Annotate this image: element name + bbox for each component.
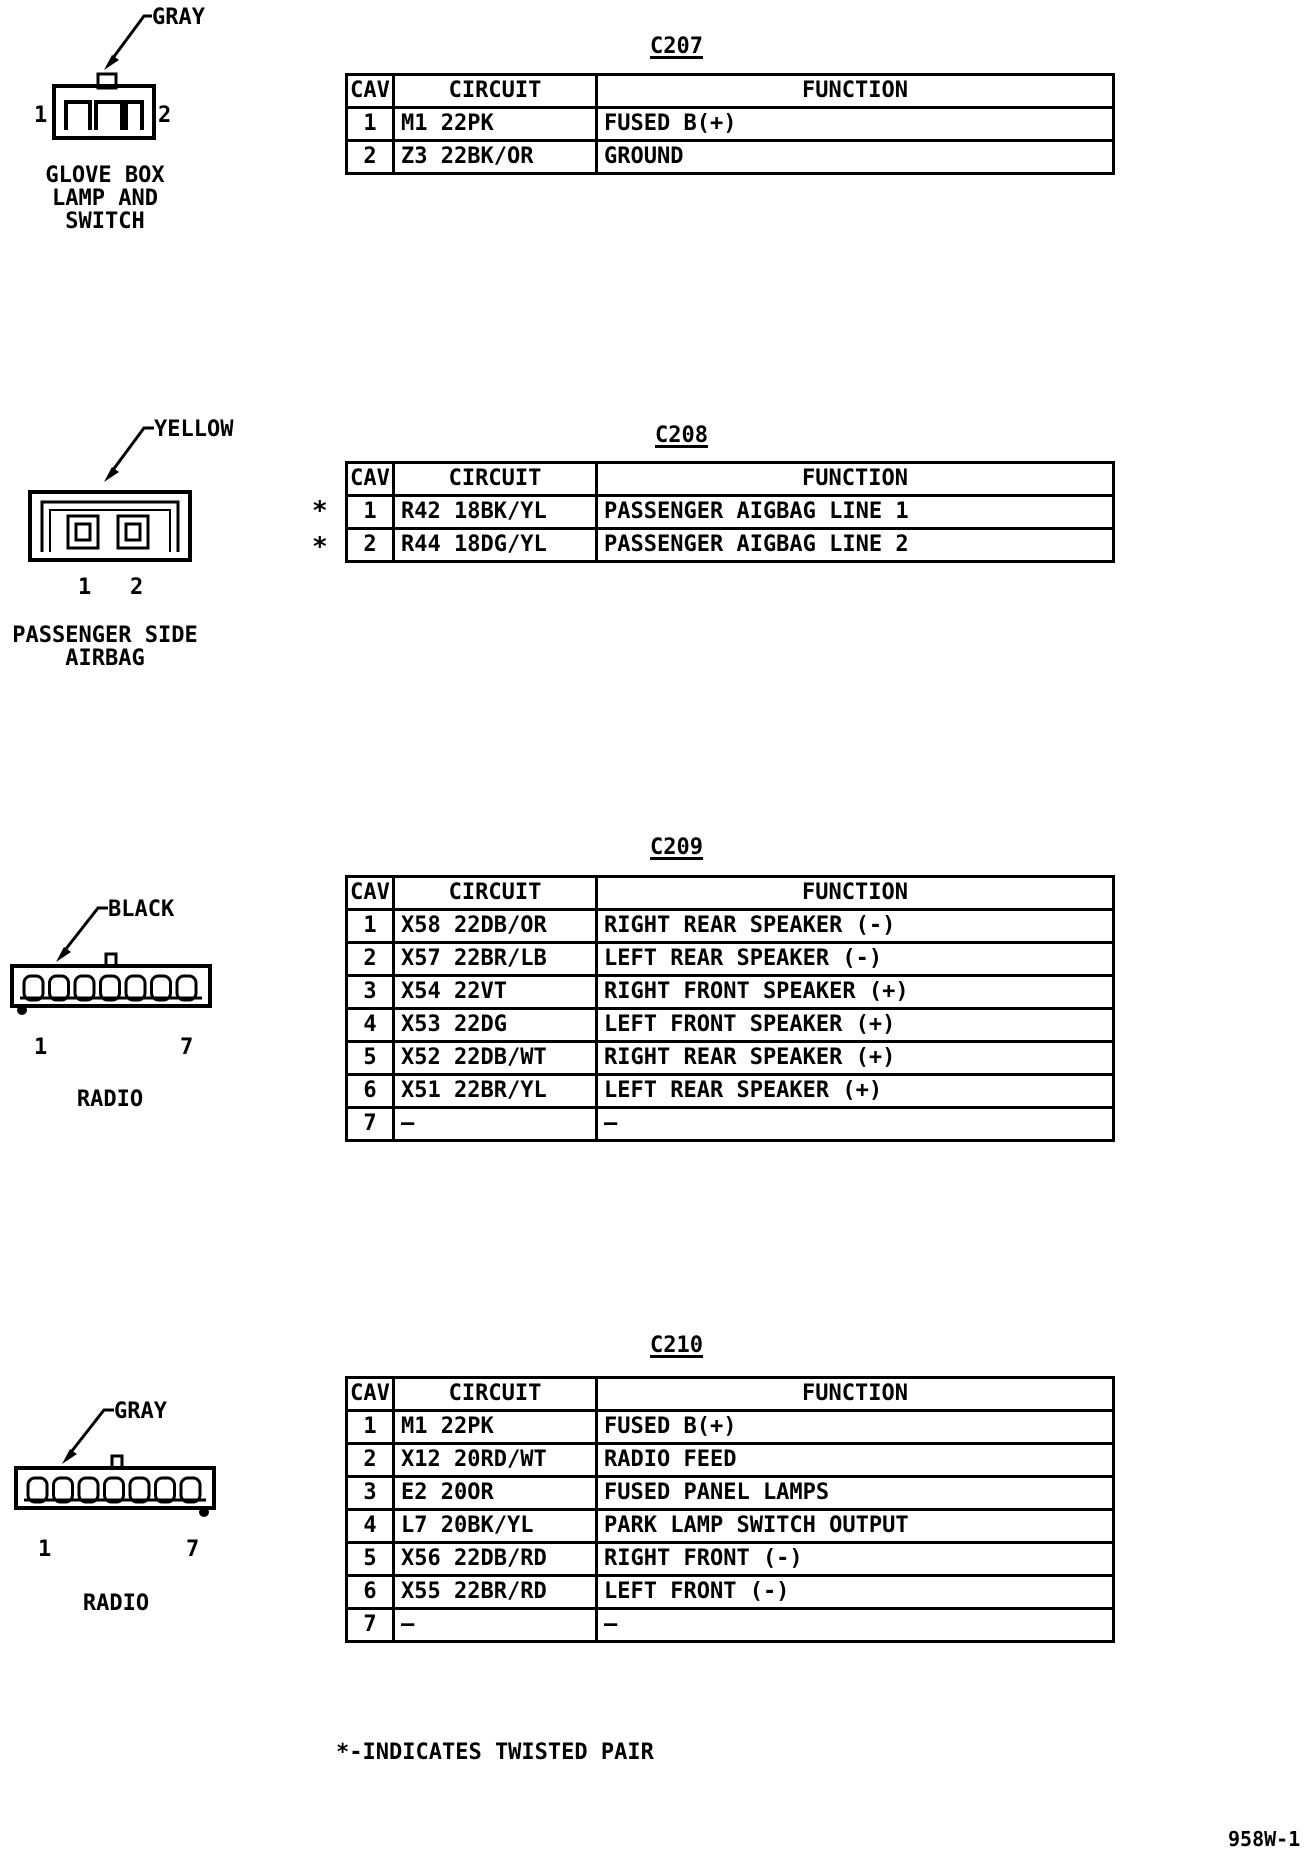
- glove-box-connector-icon: GRAY 1 2: [34, 5, 206, 140]
- header-circuit: CIRCUIT: [392, 1376, 598, 1412]
- cavity-slot: [179, 1476, 202, 1504]
- twisted-pair-marker: *: [312, 496, 328, 526]
- table-row: 1 R42 18BK/YL PASSENGER AIGBAG LINE 1: [345, 494, 1115, 530]
- pin-label-1: 1: [78, 575, 91, 600]
- table-row: 7——: [345, 1607, 1115, 1643]
- pin-label-7: 7: [180, 1035, 193, 1060]
- connector-title: C210: [650, 1333, 703, 1358]
- header-cav: CAV: [345, 73, 395, 109]
- connector-color-label: GRAY: [152, 5, 206, 30]
- pin-label-2: 2: [158, 103, 171, 128]
- header-function: FUNCTION: [595, 461, 1115, 497]
- connector-title: C207: [650, 34, 703, 59]
- header-function: FUNCTION: [595, 875, 1115, 911]
- pin-label-2: 2: [130, 575, 143, 600]
- header-circuit: CIRCUIT: [392, 461, 598, 497]
- cavity-slot: [52, 1476, 74, 1504]
- table-header-row: CAV CIRCUIT FUNCTION: [345, 73, 1115, 109]
- cavity-slot: [22, 974, 45, 1002]
- footnote: *-INDICATES TWISTED PAIR: [336, 1740, 654, 1765]
- radio-connector-icon: GRAY 1 7: [14, 1399, 216, 1562]
- header-circuit: CIRCUIT: [392, 875, 598, 911]
- cavity-slot: [77, 1476, 100, 1504]
- cavity-slot: [103, 1476, 125, 1504]
- connector-caption: GLOVE BOX LAMP AND SWITCH: [45, 163, 165, 235]
- airbag-connector-icon: YELLOW 1 2: [28, 417, 234, 600]
- table-header-row: CAV CIRCUIT FUNCTION: [345, 1376, 1115, 1412]
- table-row: 2 R44 18DG/YL PASSENGER AIGBAG LINE 2: [345, 527, 1115, 563]
- pin-label-1: 1: [34, 1035, 47, 1060]
- header-circuit: CIRCUIT: [392, 73, 598, 109]
- pinout-table: CAV CIRCUIT FUNCTION 1 R42 18BK/YL PASSE…: [345, 461, 1115, 563]
- cavity-slot: [48, 974, 70, 1002]
- pin-label-1: 1: [38, 1537, 51, 1562]
- cavity-slot: [73, 974, 96, 1002]
- cavity-slot: [128, 1476, 151, 1504]
- twisted-pair-marker: *: [312, 532, 328, 562]
- header-cav: CAV: [345, 1376, 395, 1412]
- table-header-row: CAV CIRCUIT FUNCTION: [345, 461, 1115, 497]
- connector-caption: RADIO: [82, 1591, 150, 1616]
- cavity-slot: [26, 1476, 49, 1504]
- header-function: FUNCTION: [595, 73, 1115, 109]
- table-row: 7——: [345, 1106, 1115, 1142]
- header-function: FUNCTION: [595, 1376, 1115, 1412]
- connector-color-label: GRAY: [114, 1399, 168, 1424]
- table-header-row: CAV CIRCUIT FUNCTION: [345, 875, 1115, 911]
- connector-title: C208: [655, 423, 708, 448]
- connector-color-label: BLACK: [108, 897, 175, 922]
- connector-color-label: YELLOW: [154, 417, 234, 442]
- cavity-slot: [175, 974, 198, 1002]
- connector-caption: PASSENGER SIDE AIRBAG: [12, 623, 198, 672]
- radio-connector-icon: BLACK 1 7: [10, 897, 212, 1060]
- table-row: 2 Z3 22BK/OR GROUND: [345, 139, 1115, 175]
- figure-code: 958W-1: [1228, 1827, 1301, 1851]
- cavity-slot: [124, 974, 147, 1002]
- connector-title: C209: [650, 835, 703, 860]
- pin-label-7: 7: [186, 1537, 199, 1562]
- pinout-table: CAV CIRCUIT FUNCTION 1 M1 22PK FUSED B(+…: [345, 73, 1115, 175]
- pin-label-1: 1: [34, 103, 47, 128]
- header-cav: CAV: [345, 875, 395, 911]
- cavity-slot: [150, 974, 172, 1002]
- table-row: 1 M1 22PK FUSED B(+): [345, 106, 1115, 142]
- header-cav: CAV: [345, 461, 395, 497]
- cavity-slot: [154, 1476, 176, 1504]
- connector-caption: RADIO: [76, 1087, 144, 1112]
- cavity-slot: [99, 974, 121, 1002]
